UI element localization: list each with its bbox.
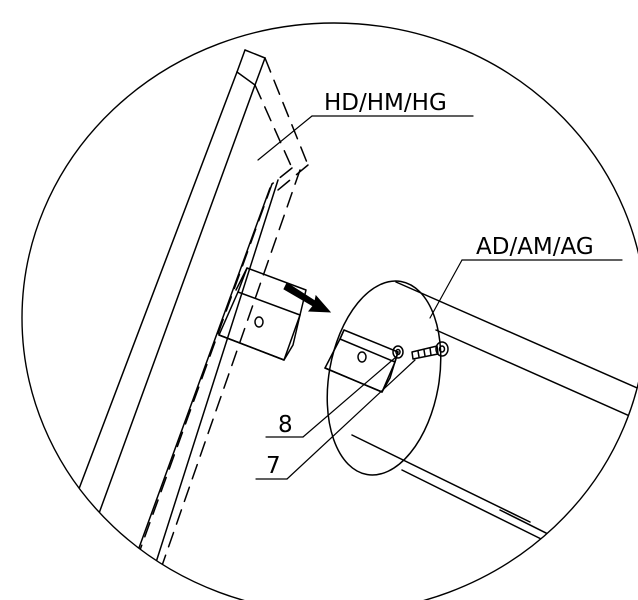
leader-lines	[255, 115, 623, 480]
frame-bracket	[218, 267, 307, 361]
tube	[326, 280, 638, 599]
label-tube-part: AD/AM/AG	[476, 234, 594, 260]
callout-8: 8	[278, 412, 293, 438]
arrow-right-icon	[283, 282, 332, 313]
frame-post	[51, 49, 279, 600]
callout-7: 7	[266, 453, 281, 479]
tube-bracket	[324, 329, 399, 393]
washer	[392, 345, 404, 359]
detail-circle	[21, 22, 638, 600]
screw	[411, 341, 449, 360]
frame-insert-hidden	[121, 57, 309, 600]
label-frame-part: HD/HM/HG	[324, 90, 447, 116]
